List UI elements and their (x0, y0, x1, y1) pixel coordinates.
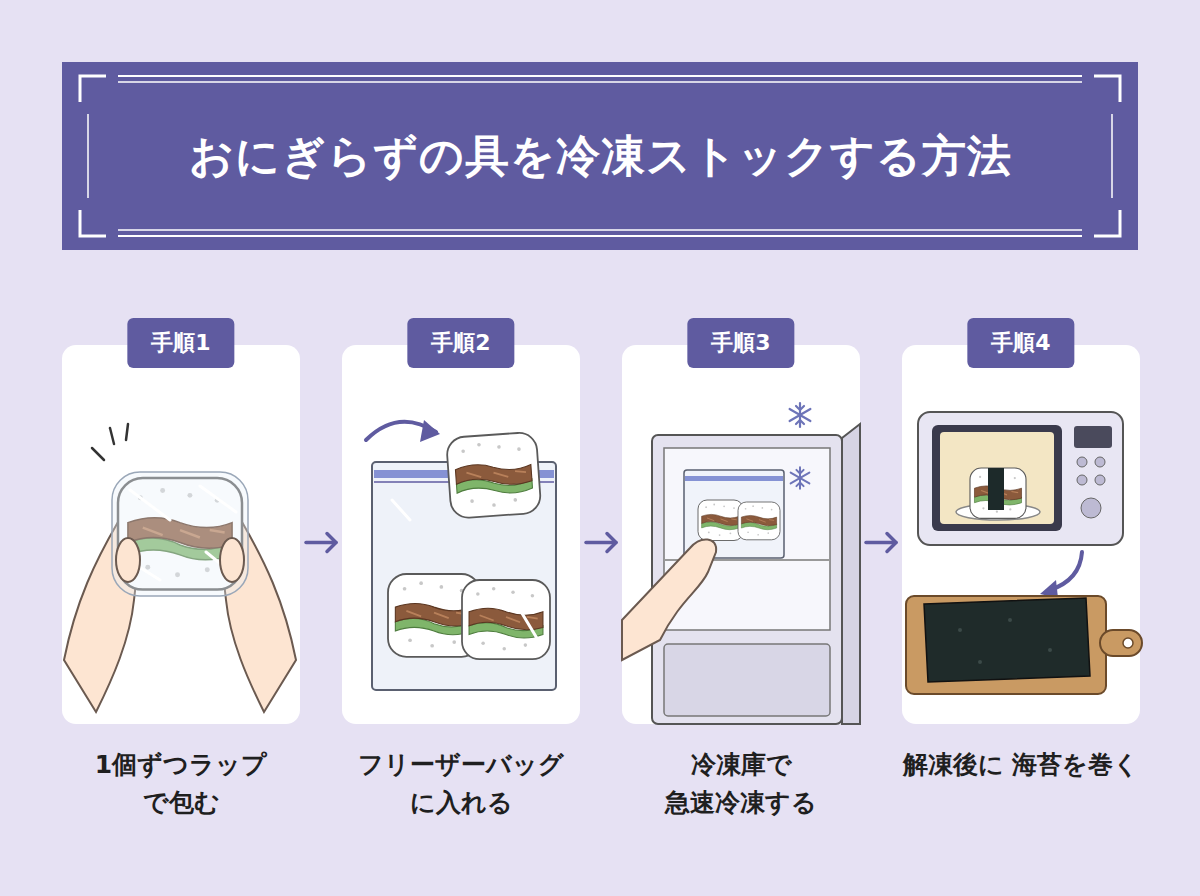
freezer-door (842, 424, 860, 724)
zip-line (374, 481, 554, 483)
curved-arrow (366, 422, 436, 440)
right-hand (217, 512, 296, 712)
microwave-window (932, 425, 1062, 531)
freezer-bag (372, 462, 556, 690)
step-tab: 手順4 (967, 318, 1074, 368)
diagram-title: おにぎらずの具を冷凍ストックする方法 (62, 62, 1138, 250)
thumb (116, 538, 140, 582)
freezer-inside (664, 448, 830, 630)
wrap-illustration (64, 424, 296, 712)
step-card: 手順3冷凍庫で 急速冷凍する (622, 345, 860, 724)
step-caption: フリーザーバッグ に入れる (332, 746, 590, 821)
hand (622, 539, 716, 660)
flow-arrow (586, 534, 616, 552)
curved-arrow (1050, 552, 1082, 590)
title-band: おにぎらずの具を冷凍ストックする方法 (62, 62, 1138, 250)
onigirazu (446, 432, 541, 519)
frame-line (118, 229, 1082, 231)
step-card: 手順4解凍後に 海苔を巻く (902, 345, 1140, 724)
microwave (918, 412, 1123, 545)
handle-hole (1123, 638, 1133, 648)
step-tab: 手順3 (687, 318, 794, 368)
cutting-board (906, 596, 1106, 694)
nori-texture (958, 618, 1052, 664)
zip-seal (374, 470, 554, 478)
arrow-head (420, 420, 440, 442)
snowflake (791, 467, 810, 489)
onigirazu (970, 468, 1026, 518)
corner-bracket (1094, 76, 1120, 102)
corner-bracket (1094, 210, 1120, 236)
step-card: 手順2フリーザーバッグ に入れる (342, 345, 580, 724)
left-hand (64, 512, 143, 712)
thumb (220, 538, 244, 582)
snowflake (790, 403, 811, 427)
nori-band (988, 468, 1004, 510)
buttons (1077, 457, 1105, 518)
corner-bracket (80, 210, 106, 236)
freezer-illustration (622, 403, 860, 724)
step-card: 手順11個ずつラップ で包む (62, 345, 300, 724)
frame-line (87, 114, 89, 198)
onigirazu (462, 580, 550, 659)
freezer-bag (684, 470, 784, 558)
shelf (664, 559, 830, 561)
drawer (664, 644, 830, 716)
onigirazu (698, 500, 743, 541)
motion-lines (92, 424, 128, 460)
zip-seal (685, 476, 783, 481)
step-tab: 手順2 (407, 318, 514, 368)
step-caption: 解凍後に 海苔を巻く (892, 746, 1150, 784)
step-caption: 1個ずつラップ で包む (52, 746, 310, 821)
frame-line (1111, 114, 1113, 198)
step-caption: 冷凍庫で 急速冷凍する (612, 746, 870, 821)
frame-line (118, 75, 1082, 77)
onigirazu (388, 574, 480, 657)
onigirazu (118, 478, 242, 590)
microwave-inside (940, 432, 1054, 524)
onigirazu (738, 502, 780, 540)
arrow-head (1040, 580, 1058, 598)
frame-line (118, 235, 1082, 237)
display (1074, 426, 1112, 448)
plastic-wrap (112, 472, 248, 596)
bag-illustration (366, 420, 556, 690)
bag-shine (392, 500, 538, 640)
thaw-illustration (906, 412, 1142, 694)
freezer-body (652, 435, 842, 724)
plate (956, 504, 1040, 520)
flow-arrow (306, 534, 336, 552)
board-handle (1100, 630, 1142, 656)
nori-sheet (924, 598, 1090, 682)
step-tab: 手順1 (127, 318, 234, 368)
corner-bracket (80, 76, 106, 102)
frame-line (118, 81, 1082, 83)
flow-arrow (866, 534, 896, 552)
